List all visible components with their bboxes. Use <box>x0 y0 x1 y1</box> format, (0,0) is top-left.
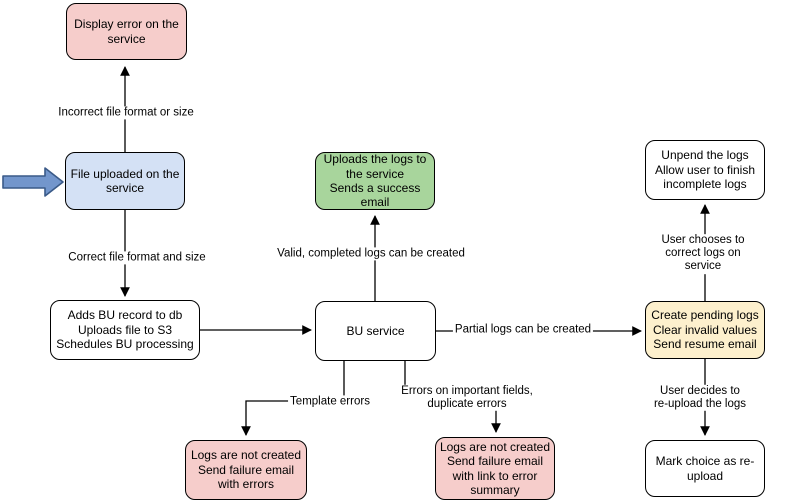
node-logs-not-created-fields: Logs are not created Send failure email … <box>435 437 555 500</box>
node-mark-choice-reupload: Mark choice as re- upload <box>645 440 765 497</box>
node-file-uploaded: File uploaded on the service <box>65 152 185 210</box>
node-bu-service: BU service <box>315 301 436 361</box>
edge-label-correct-format: Correct file format and size <box>66 251 208 265</box>
node-logs-not-created-template: Logs are not created Send failure email … <box>185 440 307 500</box>
edge-label-user-corrects: User chooses to correct logs on service <box>654 234 752 274</box>
edge-label-incorrect-format: Incorrect file format or size <box>56 106 196 120</box>
node-adds-bu-record: Adds BU record to db Uploads file to S3 … <box>50 300 200 360</box>
edge-label-template-errors: Template errors <box>288 395 372 409</box>
input-arrow-icon <box>2 167 64 197</box>
node-uploads-logs: Uploads the logs to the service Sends a … <box>315 152 435 210</box>
edge-label-user-reuploads: User decides to re-upload the logs <box>649 384 751 412</box>
edge-label-valid-logs: Valid, completed logs can be created <box>275 247 467 261</box>
node-create-pending-logs: Create pending logs Clear invalid values… <box>645 301 765 359</box>
node-unpend-logs: Unpend the logs Allow user to finish inc… <box>645 140 765 200</box>
edge-label-partial-logs: Partial logs can be created <box>452 323 594 337</box>
edge-label-field-errors: Errors on important fields, duplicate er… <box>399 384 535 412</box>
node-display-error: Display error on the service <box>66 3 187 60</box>
